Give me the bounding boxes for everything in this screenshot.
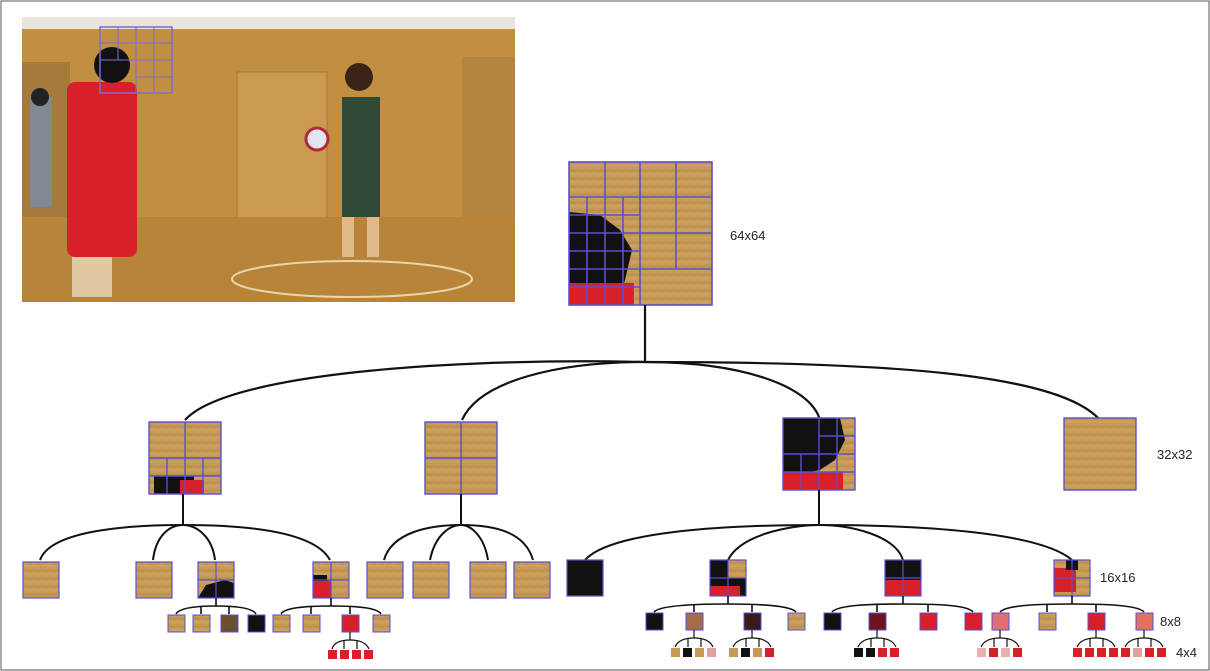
label-4x4: 4x4 [1176, 645, 1197, 660]
label-32x32: 32x32 [1157, 447, 1193, 462]
level8-nodes [167, 612, 1154, 633]
label-8x8: 8x8 [1160, 614, 1181, 629]
level32-node-3 [782, 417, 856, 491]
tree-edges-level1 [184, 305, 1101, 421]
photo-scene [22, 17, 515, 302]
basketball-photo [22, 17, 515, 302]
root-node-64 [568, 161, 713, 306]
level4-nodes [328, 648, 1166, 659]
label-64x64: 64x64 [730, 228, 766, 243]
level32-node-1 [148, 421, 222, 495]
label-16x16: 16x16 [1100, 570, 1136, 585]
level16-nodes [22, 559, 1091, 599]
level32-node-4 [1063, 417, 1137, 491]
tree-edges-level2 [39, 490, 1073, 561]
tree-edges-level3 [175, 596, 1145, 615]
level32-node-2 [424, 421, 498, 495]
tree-edges-level4 [331, 630, 1164, 650]
